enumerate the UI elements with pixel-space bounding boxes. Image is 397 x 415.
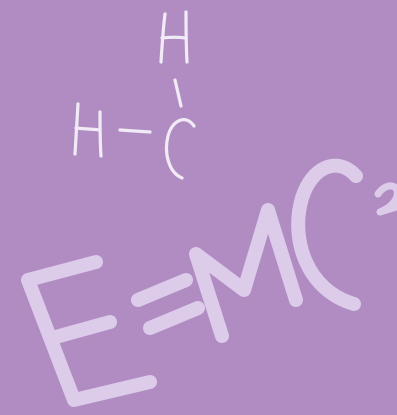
formula-equals: [131, 273, 205, 335]
formula-letter-c: [291, 158, 363, 311]
atom-h-left: [73, 102, 103, 158]
formula-superscript-two: [374, 182, 397, 216]
formula-letter-m: [189, 203, 303, 343]
atom-c: [164, 118, 196, 180]
formula-letter-e: [21, 255, 157, 407]
atom-h-top: [159, 10, 189, 64]
bond-left: [118, 128, 152, 134]
bond-top: [173, 78, 183, 108]
